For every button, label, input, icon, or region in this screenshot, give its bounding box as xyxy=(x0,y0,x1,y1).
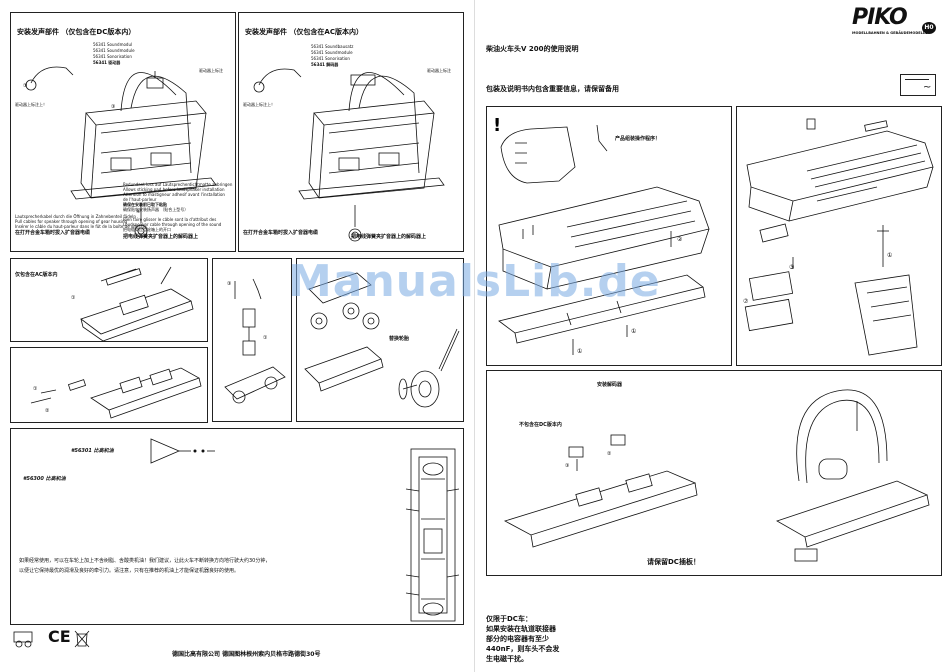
current-type-box: ~ xyxy=(900,74,936,96)
panel-body-removal: 产品组装操作程序！ ! ② ① ① xyxy=(486,106,732,366)
svg-text:①: ① xyxy=(71,295,76,301)
svg-text:③: ③ xyxy=(789,264,794,271)
right-note: 驱动器上标注 xyxy=(199,68,223,73)
dc-note-line-5: 生电磁干扰。 xyxy=(486,655,528,663)
panel-replace-tyres: 替换轮胎 xyxy=(296,258,464,422)
svg-text:②: ② xyxy=(677,236,683,243)
dc-note-line-1: 仅限于DC车： xyxy=(486,615,532,623)
note-8: Pull cables for speaker through opening … xyxy=(15,219,128,224)
oil-part-b: #56300 比高机油 xyxy=(23,476,66,482)
dc-note-line-4: 440nF，则车头不会发 xyxy=(486,645,560,653)
svg-text:③: ③ xyxy=(565,463,569,469)
brand-tagline: MODELLBAHNEN & GEBÄUDEMODELLE xyxy=(852,31,928,35)
svg-text:①: ① xyxy=(33,386,38,392)
oil-part-a: #56301 比高机油 xyxy=(71,448,114,454)
dc-note-line-2: 如果安装在轨道联接器 xyxy=(486,625,556,633)
weee-bin-icon xyxy=(74,630,90,648)
svg-text:①: ① xyxy=(631,328,636,335)
dc-version-note: 不包含在DC版本内 xyxy=(519,422,562,428)
svg-text:!: ! xyxy=(493,115,501,136)
ce-mark: CE xyxy=(48,627,71,646)
part-number-4: 56341 驱动器 xyxy=(93,60,121,65)
svg-text:①: ① xyxy=(887,252,892,259)
dc-symbol xyxy=(905,79,929,80)
ac-chassis-drawing: ① xyxy=(71,266,194,341)
oiler-and-chassis-drawing xyxy=(150,438,460,622)
part-number-1: 56341 Soundmodul xyxy=(93,42,133,47)
svg-text:①: ① xyxy=(23,83,28,89)
svg-text:⑦: ⑦ xyxy=(743,298,749,305)
svg-text:②: ② xyxy=(45,408,50,414)
note-4: de l'haut-parleur xyxy=(123,197,157,202)
svg-text:③: ③ xyxy=(111,104,115,110)
scale-badge-text: H0 xyxy=(924,24,934,31)
part-number-2: 56341 Soundmodule xyxy=(93,48,135,53)
panel-title: 替换轮胎 xyxy=(389,336,410,342)
panel-title: 仅包含在AC版本内 xyxy=(15,272,58,278)
panel-chassis-exploded: ① ② xyxy=(10,347,208,423)
sound-install-drawing: ① ③ ④ xyxy=(23,66,217,238)
train-disposal-icon xyxy=(13,631,33,648)
svg-text:①: ① xyxy=(577,348,582,355)
part-number-3: 56341 Sonorisation xyxy=(311,56,350,61)
left-note: 驱动器上标注上！ xyxy=(243,102,275,107)
important-notice: 包装及说明书内包含重要信息，请保留备用 xyxy=(486,85,619,93)
piko-logo: PIKO xyxy=(852,5,908,30)
page-title: 柴油火车头V 200的使用说明 xyxy=(486,45,579,53)
ac-symbol: ~ xyxy=(923,82,932,93)
svg-text:④: ④ xyxy=(136,209,141,215)
note-1: Redundant loss auf Lautsprecherdichtmatt… xyxy=(123,182,233,187)
assembly-caption: 产品组装操作程序！ xyxy=(615,136,661,142)
exploded-body-drawing: ③ ⑦ ① xyxy=(743,118,934,356)
caption-right: 把电线弹簧夹扩音器上的解码器上 xyxy=(351,234,427,240)
caption-right: 把电线弹簧夹扩音器上的解码器上 xyxy=(123,234,199,240)
note-5: 确保在安装前已取下粘贴 xyxy=(123,202,167,207)
note-7: Lautsprecherkabel durch die Öffnung in Z… xyxy=(15,214,136,219)
panel-title: 安装发声部件 （仅包含在DC版本内） xyxy=(17,28,136,36)
keep-dc-board-note: 请保留DC插板！ xyxy=(647,558,700,566)
lubrication-warning-2: 以便让它保持最优的润滑及良好的牵引力。请注意，只有在推荐的机油上才能保证机器良好… xyxy=(19,568,240,574)
part-number-2: 56341 Soundmodule xyxy=(311,50,353,55)
chassis-exploded-drawing: ① ② xyxy=(30,367,202,419)
h0-badge: H0 xyxy=(922,22,936,34)
left-note: 驱动器上标注上！ xyxy=(15,102,47,107)
note-3: Attention to mastigneur adhesif avant l'… xyxy=(123,192,225,197)
panel-exploded-body: ③ ⑦ ① xyxy=(736,106,942,366)
svg-text:③: ③ xyxy=(227,281,231,287)
lubrication-warning-1: 如果经常使用，可以在车轮上加上不含树脂、含酸类机油！我们建议，让此火车不断转换方… xyxy=(19,558,271,564)
part-number-3: 56341 Sonorisation xyxy=(93,54,132,59)
right-note: 驱动器上标注 xyxy=(427,68,451,73)
caption-left: 在打开合金车箱时拔入扩音器电缆 xyxy=(243,230,319,236)
dc-note-line-3: 部分的电容器有至少 xyxy=(486,635,549,643)
watermark: ManualsLib.de xyxy=(288,256,661,307)
panel-title: 安装发声部件 （仅包含在AC版本内） xyxy=(245,28,363,36)
panel-ac-chassis: 仅包含在AC版本内 ① xyxy=(10,258,208,342)
note-10: Bien faire glisser le câble sont la d'at… xyxy=(123,217,217,222)
manufacturer-address: 德国比高有限公司 德国图林根州索内贝格市路德街30号 xyxy=(172,651,321,658)
decoder-install-drawing: ③ ② xyxy=(503,389,930,562)
panel-bogie-exchange: ③ ① xyxy=(212,258,292,422)
panel-lubrication: #56301 比高机油 #56300 比高机油 如果经常使用，可以在车轮上加上不… xyxy=(10,428,464,625)
caption-left: 在打开合金车箱时拔入扩音器电缆 xyxy=(15,230,91,236)
body-removal-drawing: ! ② ① ① xyxy=(493,115,710,355)
panel-sound-install-dc: 安装发声部件 （仅包含在DC版本内） 56341 Soundmodul 5634… xyxy=(10,12,236,252)
svg-text:②: ② xyxy=(607,451,612,457)
note-11: Loudspeaker cable through opening of the… xyxy=(123,222,222,227)
note-9: Insérer le câble du haut-parleur dans le… xyxy=(15,224,148,229)
fold-line xyxy=(474,0,475,672)
panel-decoder-install: 安装解码器 不包含在DC版本内 请保留DC插板！ ③ ② xyxy=(486,370,942,576)
part-number-1: 56341 Soundbausatz xyxy=(311,44,354,49)
note-6: 确保贴牢安装扬声器 （贴合上型号） xyxy=(123,207,189,212)
decoder-title: 安装解码器 xyxy=(597,382,623,388)
panel-sound-install-ac: 安装发声部件 （仅包含在AC版本内） 56341 Soundbausatz 56… xyxy=(238,12,464,252)
sound-install-ac-drawing xyxy=(253,68,445,242)
bogie-drawing: ③ ① xyxy=(224,278,286,404)
svg-text:①: ① xyxy=(263,335,268,341)
part-number-4: 56341 解码器 xyxy=(311,62,339,67)
tyre-drawing xyxy=(304,272,460,408)
